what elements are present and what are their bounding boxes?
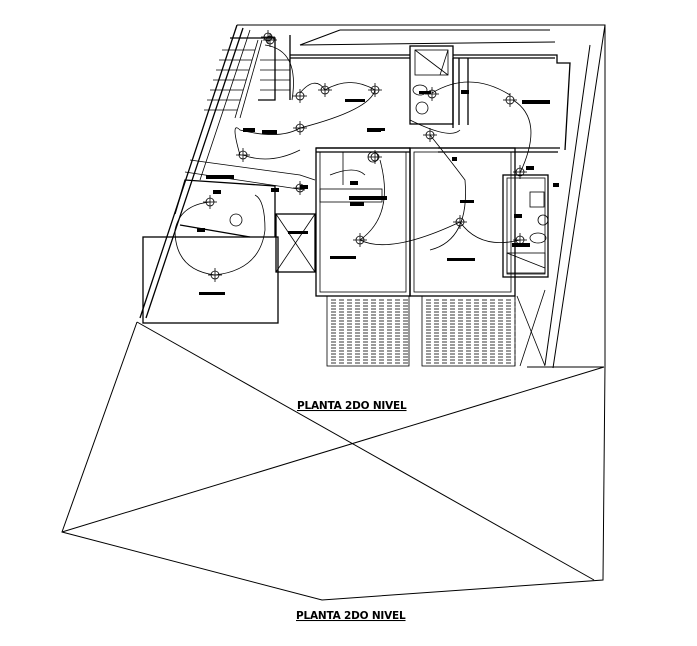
toilet-icon	[415, 101, 429, 115]
room-label-bar	[553, 183, 559, 187]
room-label-bar	[271, 188, 279, 192]
room-label-bar	[300, 185, 308, 189]
room-label-bar	[447, 258, 475, 261]
drawing-title-lower: PLANTA 2DO NIVEL	[296, 610, 406, 622]
light-fixtures	[203, 30, 527, 282]
balconies	[326, 289, 546, 367]
room-label-bar	[461, 90, 469, 94]
sink-icon	[537, 214, 549, 226]
staircase	[204, 37, 290, 119]
room-labels	[197, 90, 559, 295]
lighting-circuits	[174, 44, 532, 276]
room-label-bar	[199, 292, 225, 295]
room-label-bar	[197, 228, 205, 232]
room-label-bar	[350, 181, 358, 185]
room-label-bar	[288, 231, 308, 234]
sink-icon	[229, 213, 243, 227]
sink-icon	[367, 151, 379, 163]
room-label-bar	[206, 175, 234, 179]
room-label-bar	[460, 200, 474, 203]
room-label-bar	[419, 91, 431, 94]
room-label-bar	[373, 128, 385, 131]
room-label-bar	[526, 166, 534, 170]
room-label-bar	[213, 190, 221, 194]
building-walls	[139, 24, 571, 324]
room-label-bar	[452, 157, 457, 161]
room-label-bar	[330, 256, 356, 259]
room-label-bar	[512, 243, 530, 247]
east-boundary	[544, 24, 606, 369]
balcony-railing	[326, 295, 410, 367]
balcony-railing	[421, 295, 516, 367]
room-label-bar	[243, 128, 255, 132]
toilet-icon	[529, 232, 547, 244]
bathroom-fixtures	[229, 84, 549, 244]
room-label-bar	[349, 196, 387, 200]
room-label-bar	[522, 100, 550, 104]
room-label-bar	[514, 214, 522, 218]
room-label-bar	[345, 99, 365, 102]
toilet-icon	[412, 84, 428, 96]
room-label-bar	[262, 130, 277, 134]
room-label-bar	[350, 202, 364, 206]
north-parapet	[299, 29, 556, 46]
drawing-title-upper: PLANTA 2DO NIVEL	[297, 400, 407, 412]
